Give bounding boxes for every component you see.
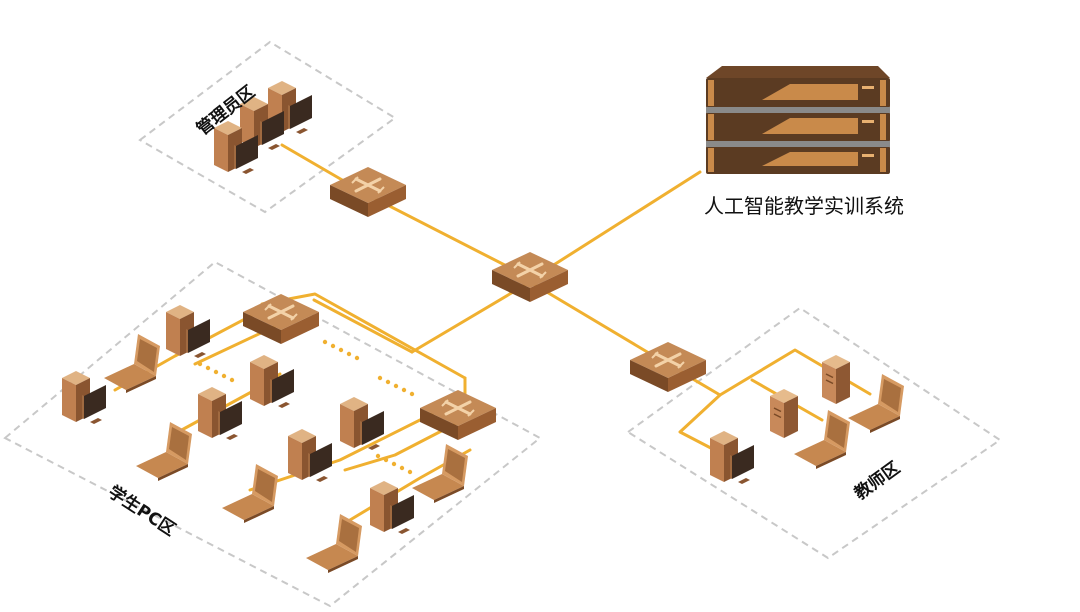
server-label: 人工智能教学实训系统 [704,194,904,218]
admin-zone-outline [138,40,397,214]
laptop-icon [306,514,362,573]
laptop-icon [136,422,192,481]
student-zone-outline [3,260,542,608]
switch-icon [490,250,570,304]
link-student-row-4 [248,408,442,492]
zone-outlines [3,40,1002,608]
link-core-student [410,280,532,354]
desktop-pc-icon [710,431,754,484]
server-rack-icon [706,66,890,174]
link-admin-core [280,143,532,280]
desktop-pc-icon [62,371,106,424]
switch-icon [418,388,498,442]
desktop-pc-icon [370,481,414,534]
laptop-icon [222,464,278,523]
link-server-core [528,170,702,282]
link-student-bus-2 [312,298,414,354]
link-student-row-5 [343,422,457,472]
ellipsis-dots [197,339,415,475]
desktop-pc-icon [288,429,332,482]
laptop-icon [412,444,468,503]
laptop-icon [104,334,160,393]
link-core-teacher [528,280,666,364]
desktop-pc-icon [166,305,210,358]
tower-server-icon [821,354,851,405]
laptop-icon [848,374,904,433]
tower-server-icon [769,388,799,439]
desktop-pc-icon [198,387,242,440]
desktop-pc-icon [250,355,294,408]
